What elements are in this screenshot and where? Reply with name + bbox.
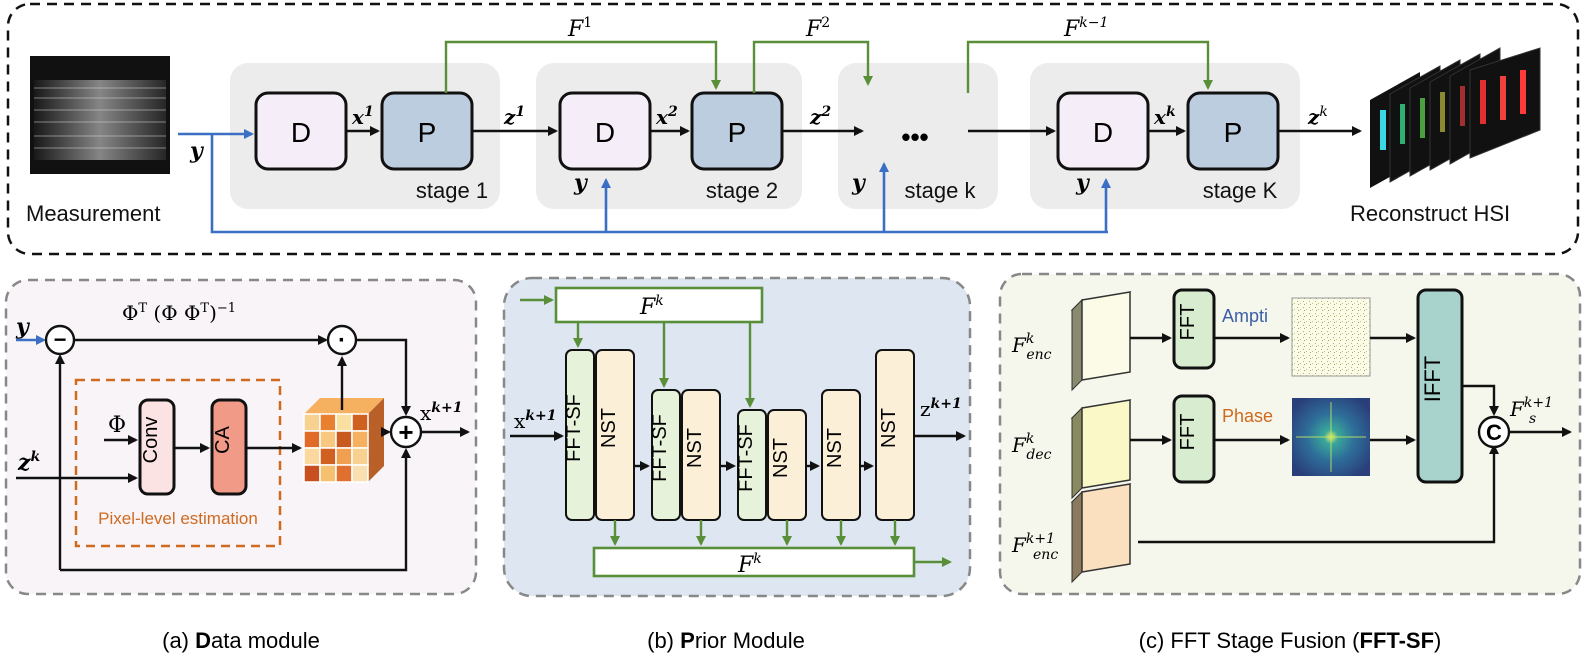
F2-label: F2 <box>805 15 830 42</box>
z2-label: z2 <box>809 104 831 129</box>
plus-sign: + <box>398 417 413 447</box>
dm-output-label: xk+1 <box>420 400 462 425</box>
formula-label: ΦT (Φ ΦT)−1 <box>122 301 236 325</box>
pm-zout-label: zk+1 <box>920 396 962 421</box>
fenc-feature-slab <box>1070 291 1132 392</box>
pm-xin-label: xk+1 <box>514 408 556 433</box>
fftsf-block-1 <box>565 349 595 521</box>
fftsf-block-2 <box>651 389 681 521</box>
nst-label-3: NST <box>770 438 792 478</box>
fk-top-label: Fk <box>639 293 664 320</box>
pixel-level-label: Pixel-level estimation <box>98 509 258 528</box>
caption-b: (b) Prior Module <box>647 628 805 653</box>
z1-label: z1 <box>503 104 525 129</box>
d-label-K: D <box>1093 117 1113 148</box>
weight-cube-image <box>303 398 384 483</box>
fft-box-1 <box>1172 288 1216 370</box>
concat-sign: C <box>1486 420 1502 445</box>
fftsf-label-1: FFT-SF <box>563 394 585 462</box>
ellipsis: ••• <box>901 122 928 152</box>
fk-bottom-box <box>592 546 916 578</box>
stage1-label: stage 1 <box>416 178 488 203</box>
fenc1-feature-slab <box>1070 483 1132 584</box>
p-label-K: P <box>1224 117 1243 148</box>
fftsf-label-2: FFT-SF <box>649 414 671 482</box>
dm-y-label: y <box>15 314 31 340</box>
fdec-feature-slab <box>1070 399 1132 500</box>
y-arrows <box>178 129 1111 234</box>
measurement-image <box>30 56 170 174</box>
nst-label-1: NST <box>598 408 620 448</box>
ca-label: CA <box>212 425 234 453</box>
zk-label: zk <box>1307 104 1328 129</box>
y-label-stage2: y <box>573 170 589 196</box>
d-label-2: D <box>595 117 615 148</box>
dm-zk-label: zk <box>17 449 41 476</box>
dot-sign: · <box>338 327 346 354</box>
reconstruct-label: Reconstruct HSI <box>1350 201 1510 226</box>
fk-bottom-label: Fk <box>737 551 762 578</box>
fk-top-box <box>554 286 764 324</box>
y-label-stagek: y <box>851 170 867 196</box>
p-label-1: P <box>418 117 437 148</box>
nst-label-4: NST <box>824 428 846 468</box>
minus-sign: − <box>54 327 67 352</box>
Fk1-label: Fk−1 <box>1063 15 1108 42</box>
fft-label-2: FFT <box>1177 414 1199 451</box>
x1-label: x1 <box>351 104 374 129</box>
F1-label: F1 <box>567 15 592 42</box>
phase-label: Phase <box>1222 406 1273 426</box>
fft-label-1: FFT <box>1177 304 1199 341</box>
stage2-label: stage 2 <box>706 178 778 203</box>
reconstructed-hsi-image <box>1370 47 1541 188</box>
stageK-label: stage K <box>1203 178 1278 203</box>
d-label-1: D <box>291 117 311 148</box>
caption-a: (a) Data module <box>162 628 320 653</box>
stagek-label: stage k <box>905 178 977 203</box>
measurement-label: Measurement <box>26 201 161 226</box>
caption-c: (c) FFT Stage Fusion (FFT-SF) <box>1139 628 1442 653</box>
fftsf-block-3 <box>737 409 767 521</box>
nst-label-5: NST <box>878 408 900 448</box>
f-connections <box>444 40 1213 93</box>
pixel-level-box <box>74 378 282 548</box>
fftsf-label-3: FFT-SF <box>735 424 757 492</box>
stagek-bg <box>838 63 998 209</box>
nst-label-2: NST <box>684 428 706 468</box>
ampti-label: Ampti <box>1222 306 1268 326</box>
p-label-2: P <box>728 117 747 148</box>
x2-label: x2 <box>655 104 678 129</box>
xk-label: xk <box>1153 104 1176 129</box>
ifft-label: IFFT <box>1420 356 1445 402</box>
conv-label: Conv <box>140 417 162 464</box>
phi-label: Φ <box>108 413 126 438</box>
y-label-stageK: y <box>1075 170 1091 196</box>
phase-spectrum-image <box>1292 398 1370 476</box>
y-label-main: y <box>189 138 205 164</box>
amplitude-image <box>1291 297 1371 377</box>
